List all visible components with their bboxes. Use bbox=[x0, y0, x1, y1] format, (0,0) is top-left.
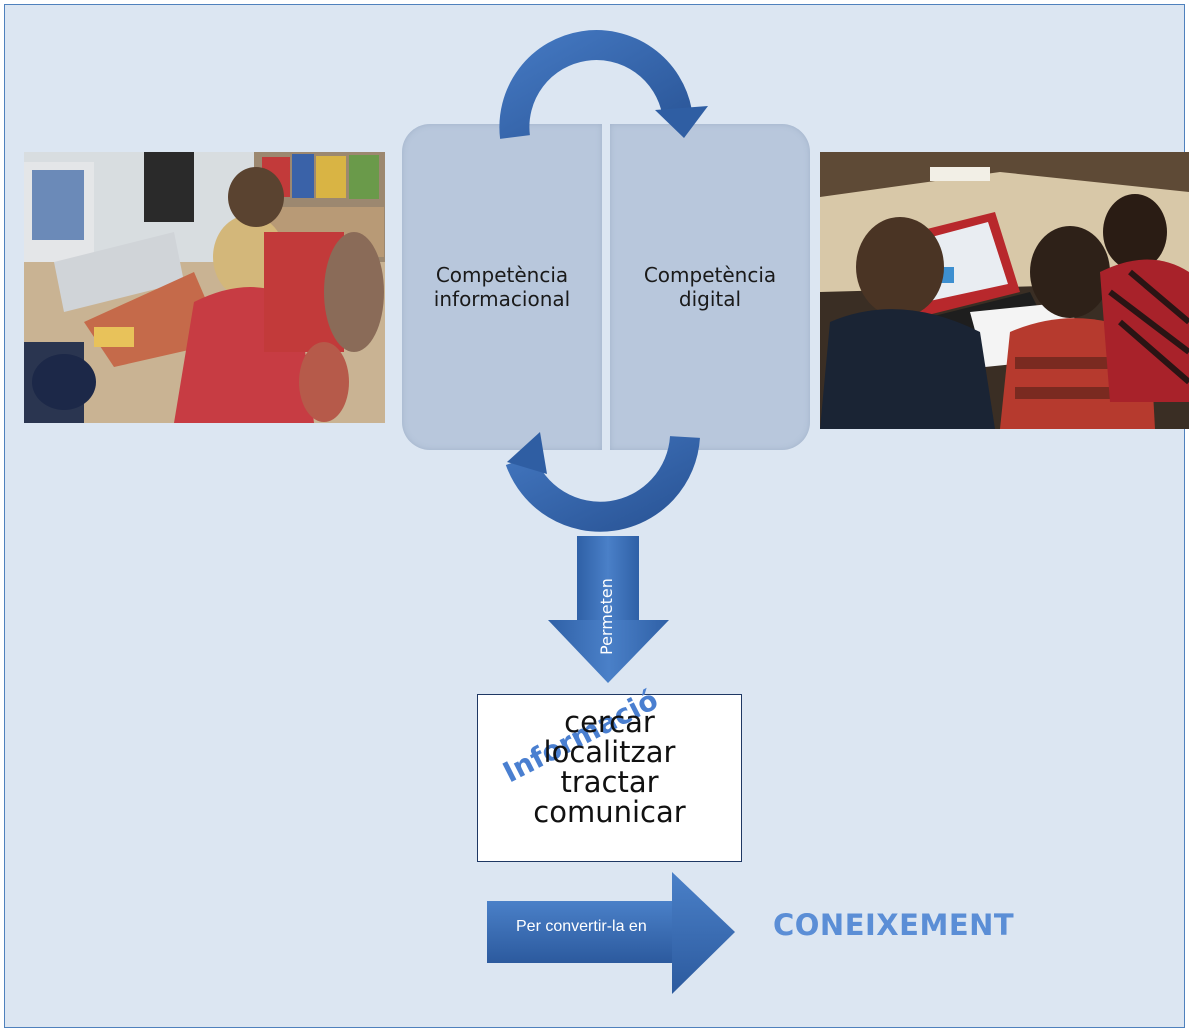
cycle-arrow-bottom bbox=[505, 432, 700, 532]
competencia-digital-label: Competència digital bbox=[643, 262, 777, 311]
coneixement-result: CONEIXEMENT bbox=[773, 908, 1015, 942]
competencia-informacional-label: Competència informacional bbox=[433, 262, 571, 311]
action-localitzar: localitzar bbox=[543, 735, 676, 770]
competencia-informacional-box: Competència informacional bbox=[402, 124, 602, 450]
information-actions-box: cercar localitzar tractar comunicar bbox=[477, 694, 742, 862]
permeten-arrow bbox=[548, 536, 669, 683]
convert-label: Per convertir-la en bbox=[516, 918, 647, 935]
students-laptop-photo bbox=[820, 152, 1189, 429]
permeten-label: Permeten bbox=[597, 578, 616, 655]
convert-arrow bbox=[487, 872, 735, 994]
children-reading-library-photo bbox=[24, 152, 385, 423]
cycle-arrow-top bbox=[499, 30, 708, 139]
action-cercar: cercar bbox=[564, 705, 655, 739]
action-tractar: tractar bbox=[560, 765, 659, 800]
competencia-digital-box: Competència digital bbox=[610, 124, 810, 450]
action-comunicar: comunicar bbox=[533, 795, 686, 830]
